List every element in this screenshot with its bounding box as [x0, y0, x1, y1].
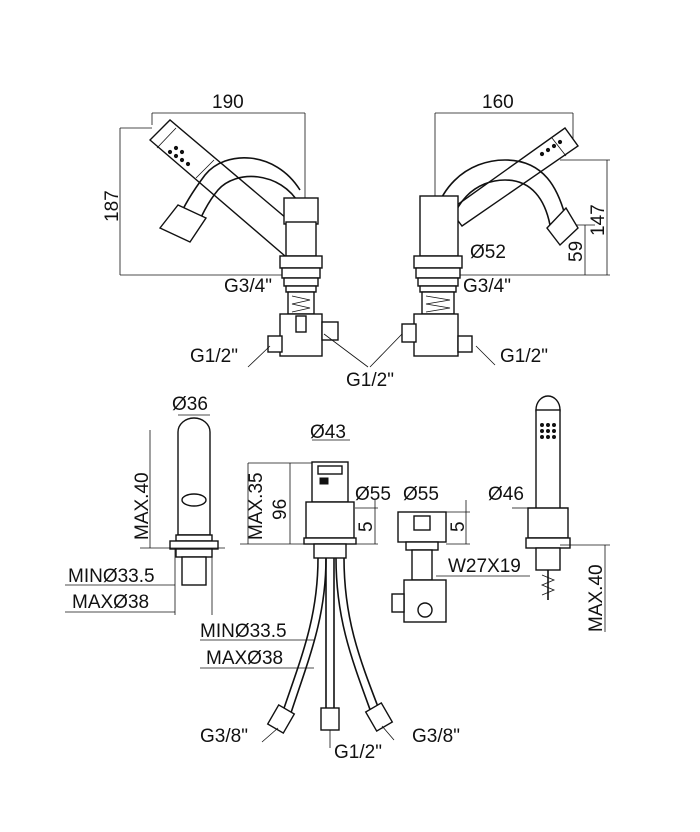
left-width-label: 190: [212, 92, 244, 113]
left-height-label: 187: [102, 190, 123, 222]
middle-inlet-label: G1/2": [346, 370, 394, 391]
left-inlet-label: G1/2": [190, 346, 238, 367]
diverter-gap-label: 5: [448, 521, 469, 532]
top-left-view: [119, 112, 369, 368]
hose-left-label: G3/8": [200, 726, 248, 747]
handle-diameter-label: Ø36: [172, 394, 208, 415]
diverter-wrench-label: W27X19: [448, 556, 521, 577]
top-right-view: [369, 112, 610, 368]
right-diameter-label: Ø52: [470, 242, 506, 263]
spout-base-gap-label: 5: [356, 521, 377, 532]
bottom-hole-max-label: MAXØ38: [206, 648, 283, 669]
right-width-label: 160: [482, 92, 514, 113]
handle-view: [65, 414, 225, 615]
shower-diameter-label: Ø46: [488, 484, 524, 505]
hose-right-label: G3/8": [412, 726, 460, 747]
spout-diameter-label: Ø43: [310, 422, 346, 443]
handle-hole-max-label: MAXØ38: [72, 592, 149, 613]
spout-view: [200, 439, 395, 748]
spout-base-diameter-label: Ø55: [355, 484, 391, 505]
shower-max-label: MAX.40: [586, 564, 607, 632]
right-thread-label: G3/4": [463, 276, 511, 297]
right-height-label: 147: [588, 204, 609, 236]
right-inlet-label: G1/2": [500, 346, 548, 367]
left-thread-label: G3/4": [224, 276, 272, 297]
hose-middle-label: G1/2": [334, 742, 382, 763]
spout-height-label: 96: [270, 499, 291, 520]
shower-view: [512, 395, 610, 632]
diverter-view: [391, 500, 530, 623]
spout-max-label: MAX.35: [246, 472, 267, 540]
diverter-diameter-label: Ø55: [403, 484, 439, 505]
handle-max-label: MAX.40: [132, 472, 153, 540]
handle-hole-min-label: MINØ33.5: [68, 566, 155, 587]
bottom-hole-min-label: MINØ33.5: [200, 621, 287, 642]
right-base-height-label: 59: [566, 241, 587, 262]
